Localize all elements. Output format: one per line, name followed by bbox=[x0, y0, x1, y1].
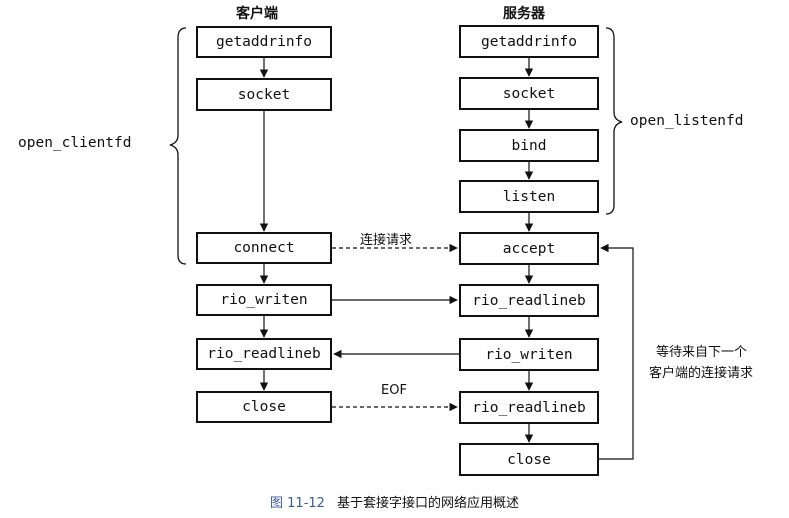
server-socket-box: socket bbox=[459, 77, 599, 110]
open-clientfd-label: open_clientfd bbox=[18, 135, 132, 151]
server-rio-writen-box: rio_writen bbox=[459, 338, 599, 371]
server-accept-box: accept bbox=[459, 232, 599, 265]
server-rio-readlineb-box: rio_readlineb bbox=[459, 284, 599, 317]
client-brace bbox=[169, 27, 187, 265]
figure-caption: 图 11-12 基于套接字接口的网络应用概述 bbox=[0, 492, 789, 511]
client-close-box: close bbox=[196, 391, 332, 423]
client-socket-box: socket bbox=[196, 78, 332, 111]
server-header: 服务器 bbox=[503, 6, 545, 22]
server-listen-box: listen bbox=[459, 180, 599, 213]
loop-back-arrow bbox=[599, 243, 634, 460]
loop-label-line-2: 客户端的连接请求 bbox=[649, 366, 754, 381]
client-rio-readlineb-box: rio_readlineb bbox=[196, 338, 332, 370]
figure-number: 图 11-12 bbox=[270, 496, 325, 511]
open-listenfd-label: open_listenfd bbox=[630, 113, 744, 129]
eof-label: EOF bbox=[381, 383, 407, 398]
server-brace bbox=[605, 27, 623, 215]
server-close-box: close bbox=[459, 443, 599, 476]
loop-label-line-1: 等待来自下一个 bbox=[656, 345, 748, 360]
client-getaddrinfo-box: getaddrinfo bbox=[196, 26, 332, 58]
client-header: 客户端 bbox=[236, 6, 278, 22]
figure-title: 基于套接字接口的网络应用概述 bbox=[336, 496, 519, 511]
client-rio-writen-box: rio_writen bbox=[196, 284, 332, 316]
connection-request-label: 连接请求 bbox=[360, 233, 413, 248]
server-getaddrinfo-box: getaddrinfo bbox=[459, 25, 599, 58]
client-connect-box: connect bbox=[196, 232, 332, 264]
server-bind-box: bind bbox=[459, 129, 599, 162]
server-rio-readlineb-2-box: rio_readlineb bbox=[459, 391, 599, 424]
